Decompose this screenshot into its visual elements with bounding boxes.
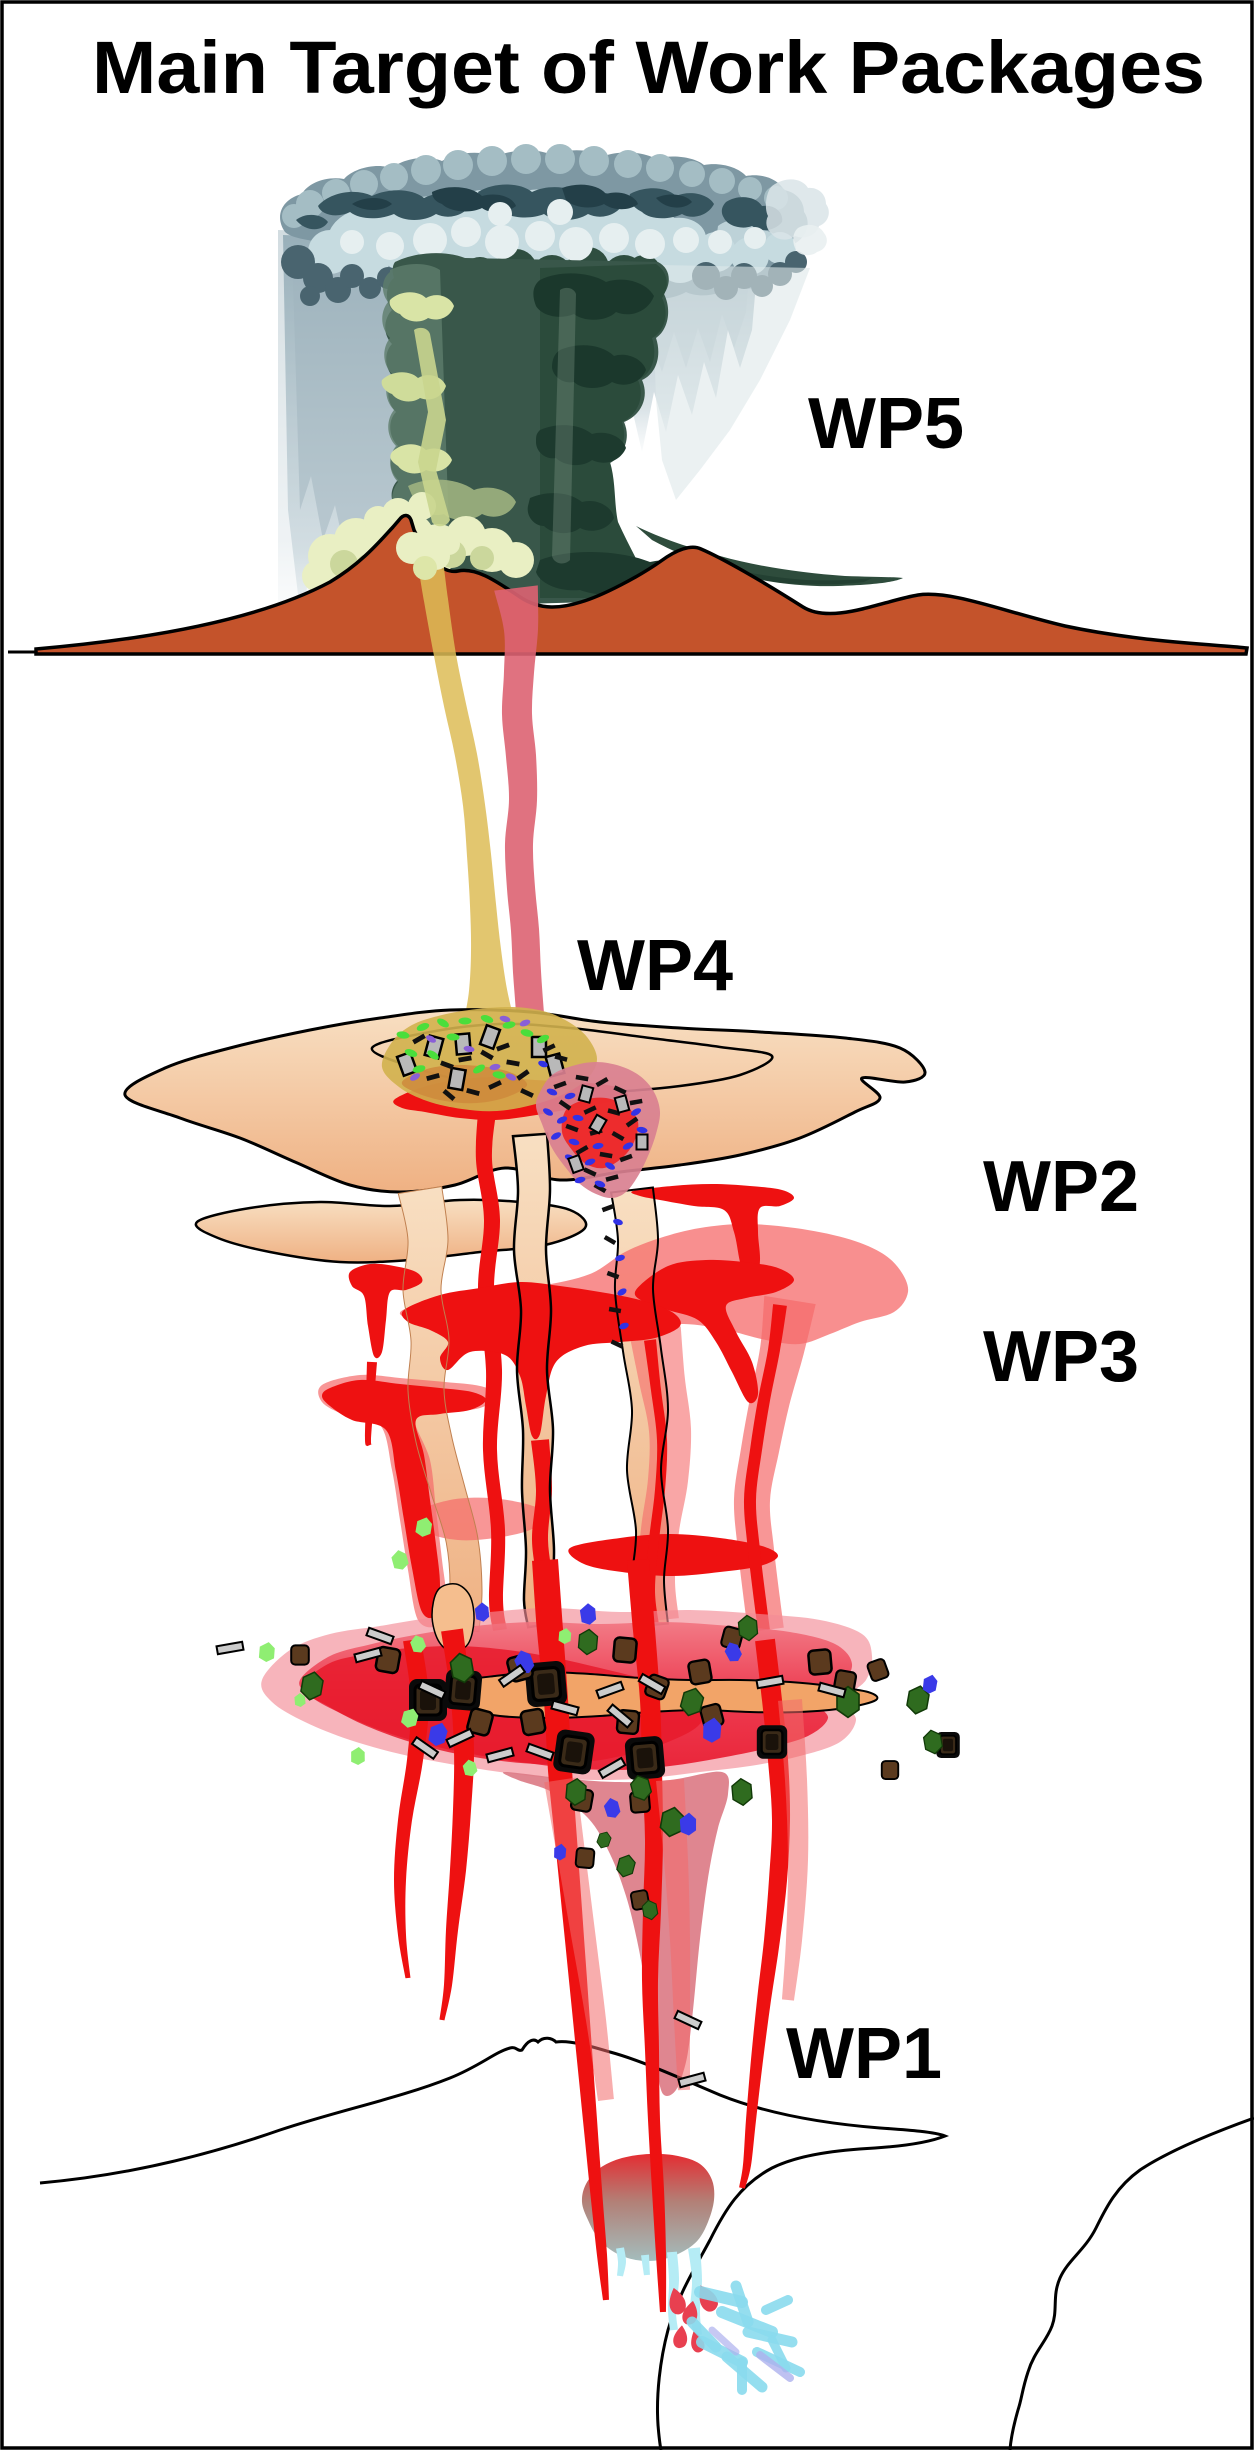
- svg-text:WP2: WP2: [983, 1147, 1139, 1227]
- svg-text:Main Target of Work Packages: Main Target of Work Packages: [92, 26, 1205, 109]
- svg-text:WP4: WP4: [577, 926, 733, 1006]
- svg-text:WP3: WP3: [983, 1317, 1139, 1397]
- svg-text:WP5: WP5: [808, 384, 964, 464]
- svg-text:WP1: WP1: [786, 2014, 942, 2094]
